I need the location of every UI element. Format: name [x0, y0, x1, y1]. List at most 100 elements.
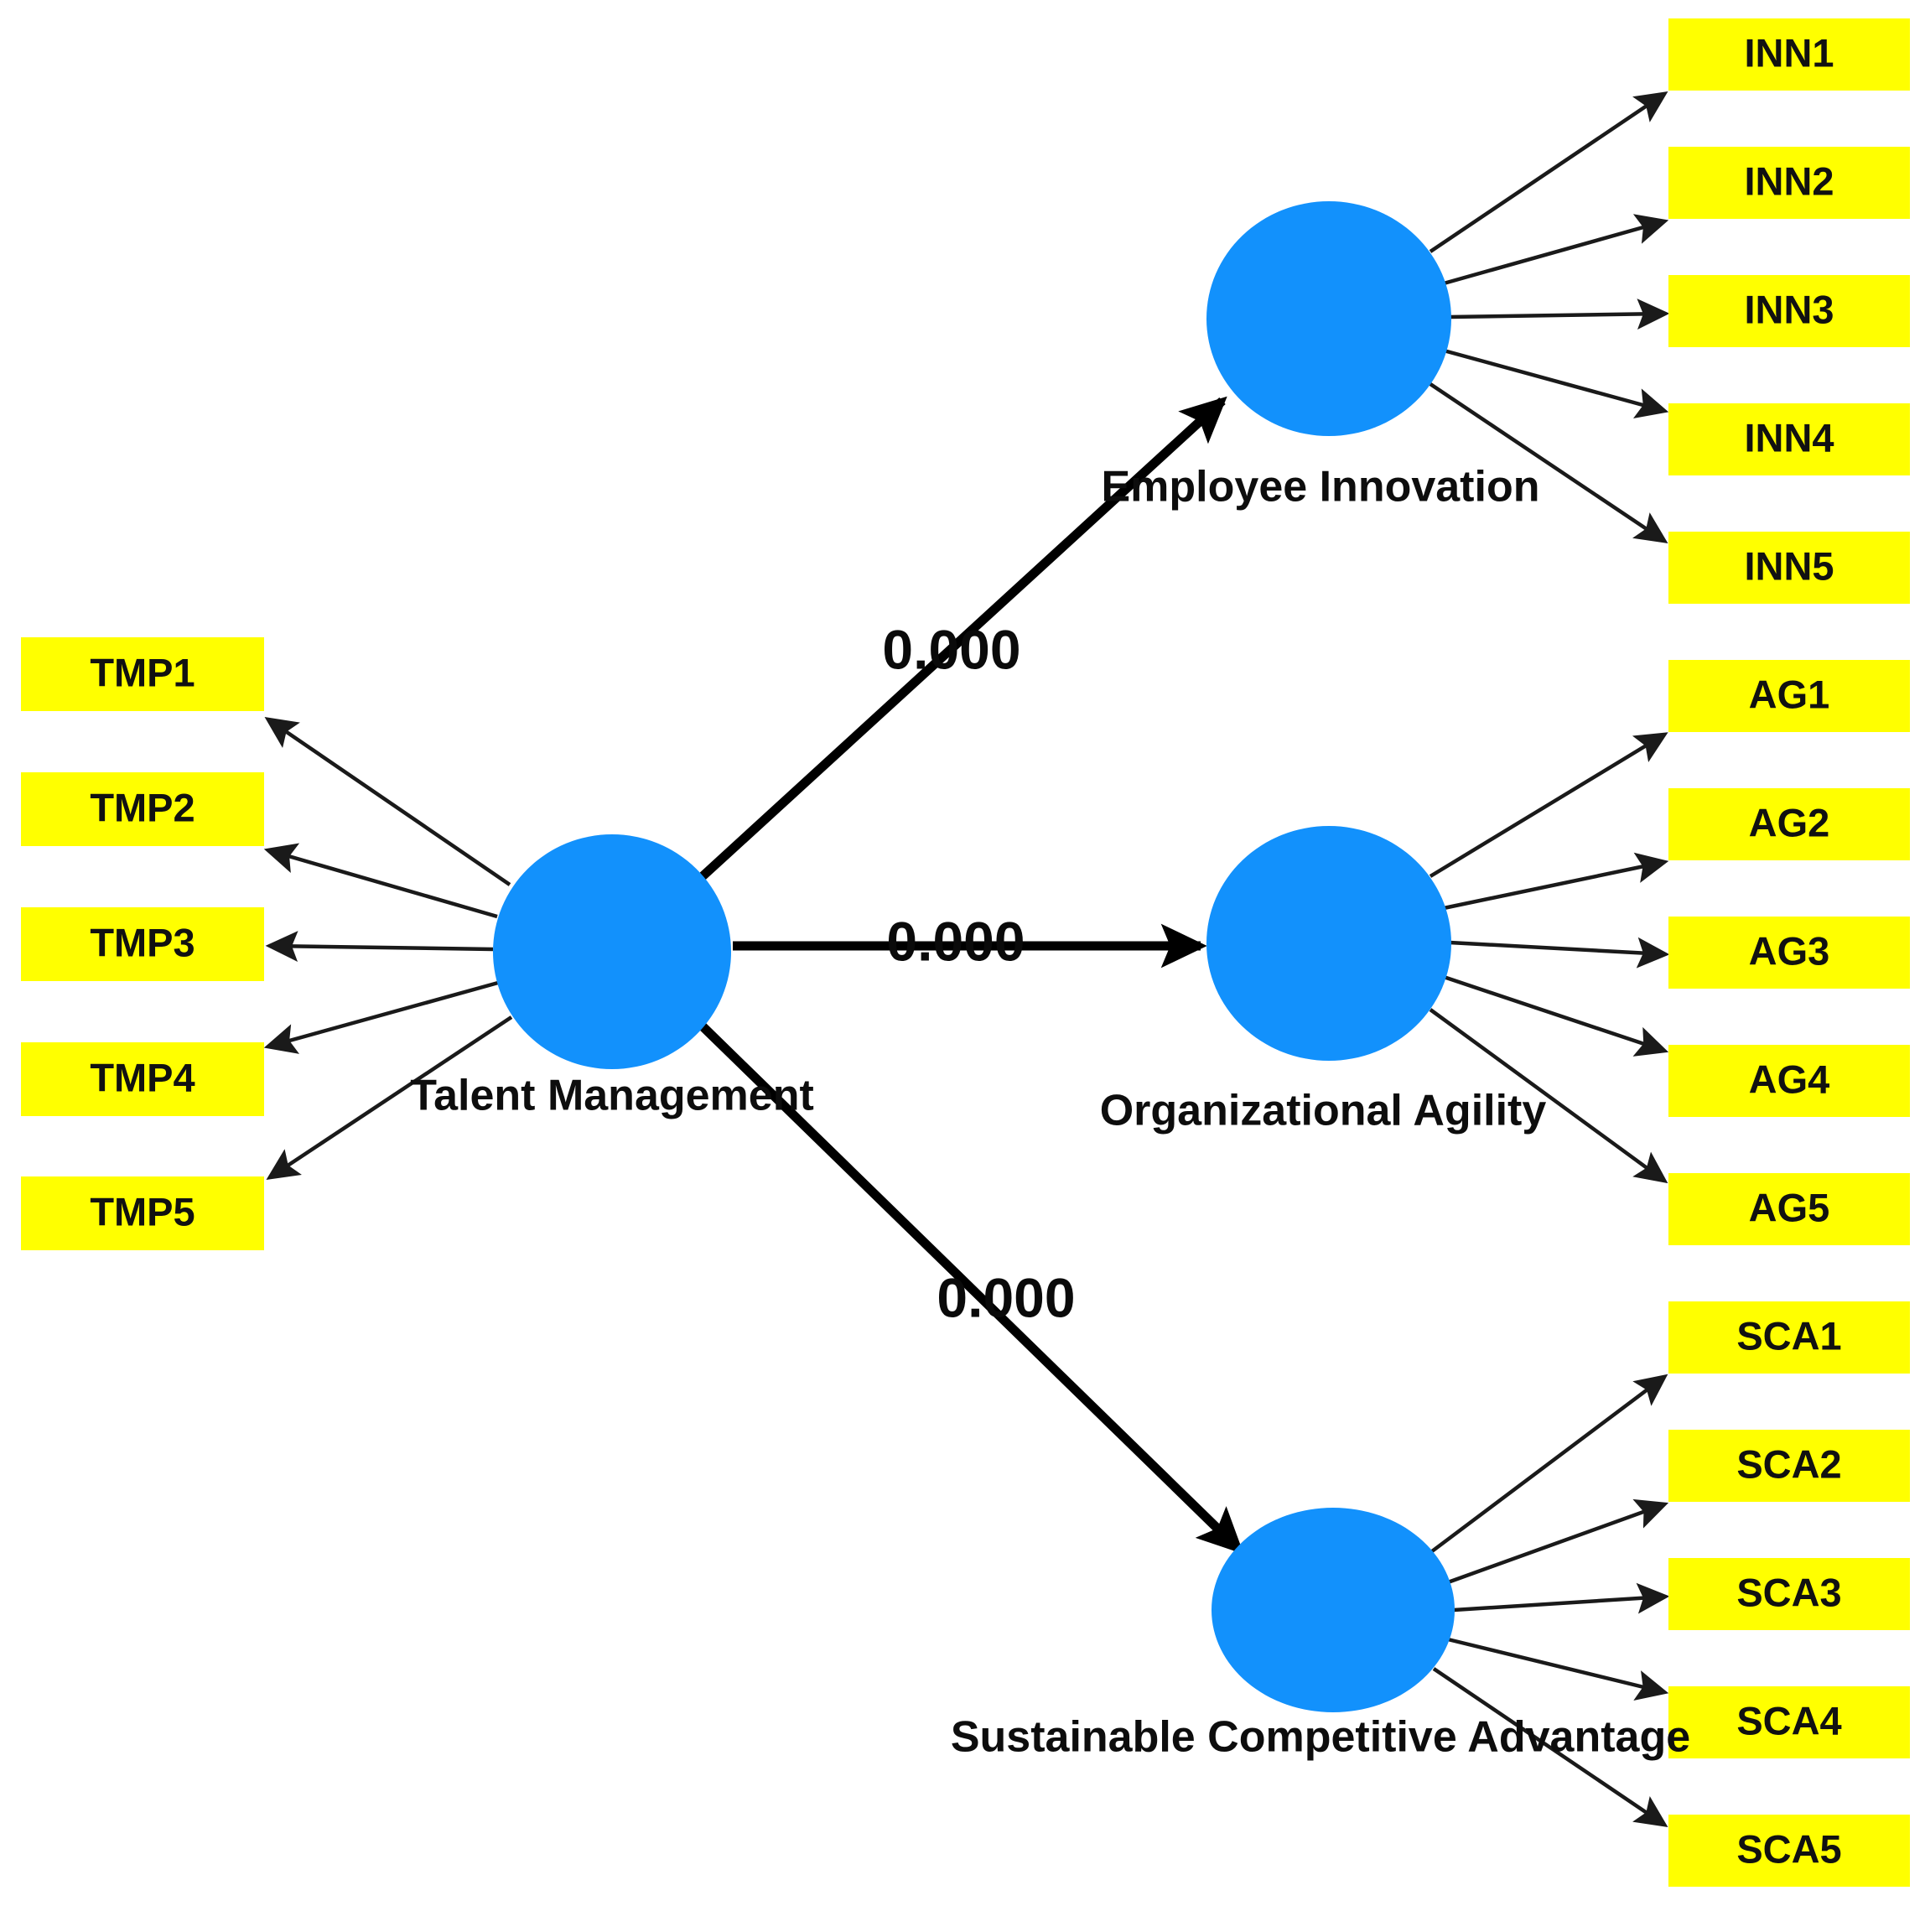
indicator-label: AG2	[1749, 800, 1830, 844]
indicator-rect[interactable]	[1668, 532, 1910, 604]
indicator-rect[interactable]	[21, 1042, 264, 1116]
indicator-label: TMP1	[90, 650, 195, 694]
measurement-edges-tmp	[263, 716, 513, 1180]
construct-label-employee-innovation: Employee Innovation	[1102, 463, 1540, 512]
indicator-box[interactable]: SCA4	[1668, 1686, 1910, 1758]
edge-sca-sca2	[1447, 1498, 1669, 1585]
indicator-rect[interactable]	[1668, 403, 1910, 475]
indicator-rect[interactable]	[1668, 1558, 1910, 1630]
indicator-label: INN5	[1744, 543, 1834, 588]
edge-sca-sca5	[1432, 1667, 1668, 1828]
indicator-rect[interactable]	[1668, 1045, 1910, 1117]
indicator-box[interactable]: TMP2	[21, 772, 264, 846]
indicator-rect[interactable]	[1668, 917, 1910, 989]
indicator-label: SCA3	[1736, 1570, 1841, 1614]
construct-node-employee-innovation[interactable]	[1206, 201, 1451, 436]
indicator-rect[interactable]	[1668, 1686, 1910, 1758]
indicator-rect[interactable]	[1668, 1173, 1910, 1245]
construct-ellipse[interactable]	[1212, 1508, 1455, 1712]
measurement-edges-ag	[1429, 732, 1670, 1184]
indicator-rect[interactable]	[1668, 788, 1910, 860]
construct-node-organizational-agility[interactable]	[1206, 826, 1451, 1061]
edge-ag-ag5	[1429, 1008, 1668, 1184]
indicator-box[interactable]: TMP3	[21, 907, 264, 981]
indicator-box[interactable]: TMP1	[21, 637, 264, 711]
indicator-box[interactable]: SCA1	[1668, 1301, 1910, 1374]
edge-ag-ag3	[1449, 937, 1670, 969]
path-tmp-to-sca	[698, 1021, 1244, 1555]
edge-sca-sca3	[1453, 1582, 1670, 1614]
indicator-rect[interactable]	[21, 907, 264, 981]
edge-tmp-tmp1	[264, 716, 511, 886]
indicator-label: INN4	[1744, 415, 1834, 460]
indicator-box[interactable]: INN4	[1668, 403, 1910, 475]
indicator-group-tmp: TMP1 TMP2 TMP3 TMP4 TMP5	[21, 637, 264, 1250]
indicator-label: AG1	[1749, 672, 1830, 716]
edge-tmp-tmp5	[266, 1015, 513, 1180]
indicator-box[interactable]: AG2	[1668, 788, 1910, 860]
construct-ellipse[interactable]	[1206, 201, 1451, 436]
indicator-label: TMP2	[90, 785, 195, 829]
indicator-label: SCA2	[1736, 1441, 1841, 1486]
edge-inn-inn1	[1429, 91, 1668, 253]
construct-node-sustainable-competitive-advantage[interactable]	[1212, 1508, 1455, 1712]
indicator-label: TMP3	[90, 920, 195, 964]
indicator-rect[interactable]	[21, 637, 264, 711]
structural-paths	[698, 396, 1244, 1555]
indicator-group-sca: SCA1 SCA2 SCA3 SCA4 SCA5	[1668, 1301, 1910, 1887]
indicator-box[interactable]: SCA5	[1668, 1815, 1910, 1887]
indicator-label: INN2	[1744, 158, 1834, 203]
edge-inn-inn3	[1449, 299, 1670, 330]
indicator-box[interactable]: TMP4	[21, 1042, 264, 1116]
edge-inn-inn5	[1429, 382, 1668, 544]
edge-inn-inn2	[1443, 214, 1669, 286]
indicator-box[interactable]: SCA3	[1668, 1558, 1910, 1630]
edge-inn-inn4	[1443, 348, 1669, 419]
indicator-box[interactable]: INN3	[1668, 275, 1910, 347]
indicator-group-inn: INN1 INN2 INN3 INN4 INN5	[1668, 18, 1910, 604]
indicator-label: TMP4	[90, 1055, 195, 1099]
indicator-box[interactable]: AG5	[1668, 1173, 1910, 1245]
indicator-label: INN1	[1744, 30, 1834, 75]
indicator-rect[interactable]	[1668, 18, 1910, 91]
construct-label-organizational-agility: Organizational Agility	[1100, 1087, 1547, 1135]
indicator-box[interactable]: AG3	[1668, 917, 1910, 989]
path-coefficient-tmp-to-sca: 0.000	[937, 1266, 1075, 1328]
path-tmp-to-inn	[699, 396, 1227, 880]
indicator-box[interactable]: SCA2	[1668, 1430, 1910, 1502]
indicator-rect[interactable]	[1668, 147, 1910, 219]
measurement-edges-sca	[1430, 1374, 1670, 1828]
indicator-rect[interactable]	[21, 1176, 264, 1250]
path-coefficient-tmp-to-ag: 0.000	[886, 910, 1025, 972]
edge-ag-ag4	[1443, 974, 1669, 1057]
indicator-rect[interactable]	[1668, 275, 1910, 347]
indicator-label: SCA5	[1736, 1826, 1841, 1871]
indicator-group-ag: AG1 AG2 AG3 AG4 AG5	[1668, 660, 1910, 1245]
indicator-rect[interactable]	[1668, 1815, 1910, 1887]
indicator-rect[interactable]	[1668, 1301, 1910, 1374]
indicator-label: AG4	[1749, 1057, 1830, 1101]
indicator-box[interactable]: INN5	[1668, 532, 1910, 604]
edge-sca-sca4	[1447, 1637, 1669, 1701]
indicator-box[interactable]: AG1	[1668, 660, 1910, 732]
indicator-box[interactable]: TMP5	[21, 1176, 264, 1250]
construct-node-talent-management[interactable]	[493, 834, 731, 1069]
indicator-rect[interactable]	[21, 772, 264, 846]
indicator-box[interactable]: INN2	[1668, 147, 1910, 219]
construct-ellipse[interactable]	[493, 834, 731, 1069]
edge-tmp-tmp2	[263, 843, 498, 919]
edge-tmp-tmp3	[265, 931, 494, 962]
edge-sca-sca1	[1430, 1374, 1668, 1553]
indicator-box[interactable]: AG4	[1668, 1045, 1910, 1117]
indicator-label: AG3	[1749, 928, 1830, 973]
indicator-box[interactable]: INN1	[1668, 18, 1910, 91]
construct-label-sustainable-competitive-advantage: Sustainable Competitive Advantage	[951, 1713, 1690, 1762]
construct-ellipse[interactable]	[1206, 826, 1451, 1061]
indicator-label: SCA1	[1736, 1313, 1841, 1358]
indicator-rect[interactable]	[1668, 660, 1910, 732]
indicator-rect[interactable]	[1668, 1430, 1910, 1502]
measurement-edges-inn	[1429, 91, 1670, 544]
construct-label-talent-management: Talent Management	[410, 1072, 814, 1120]
